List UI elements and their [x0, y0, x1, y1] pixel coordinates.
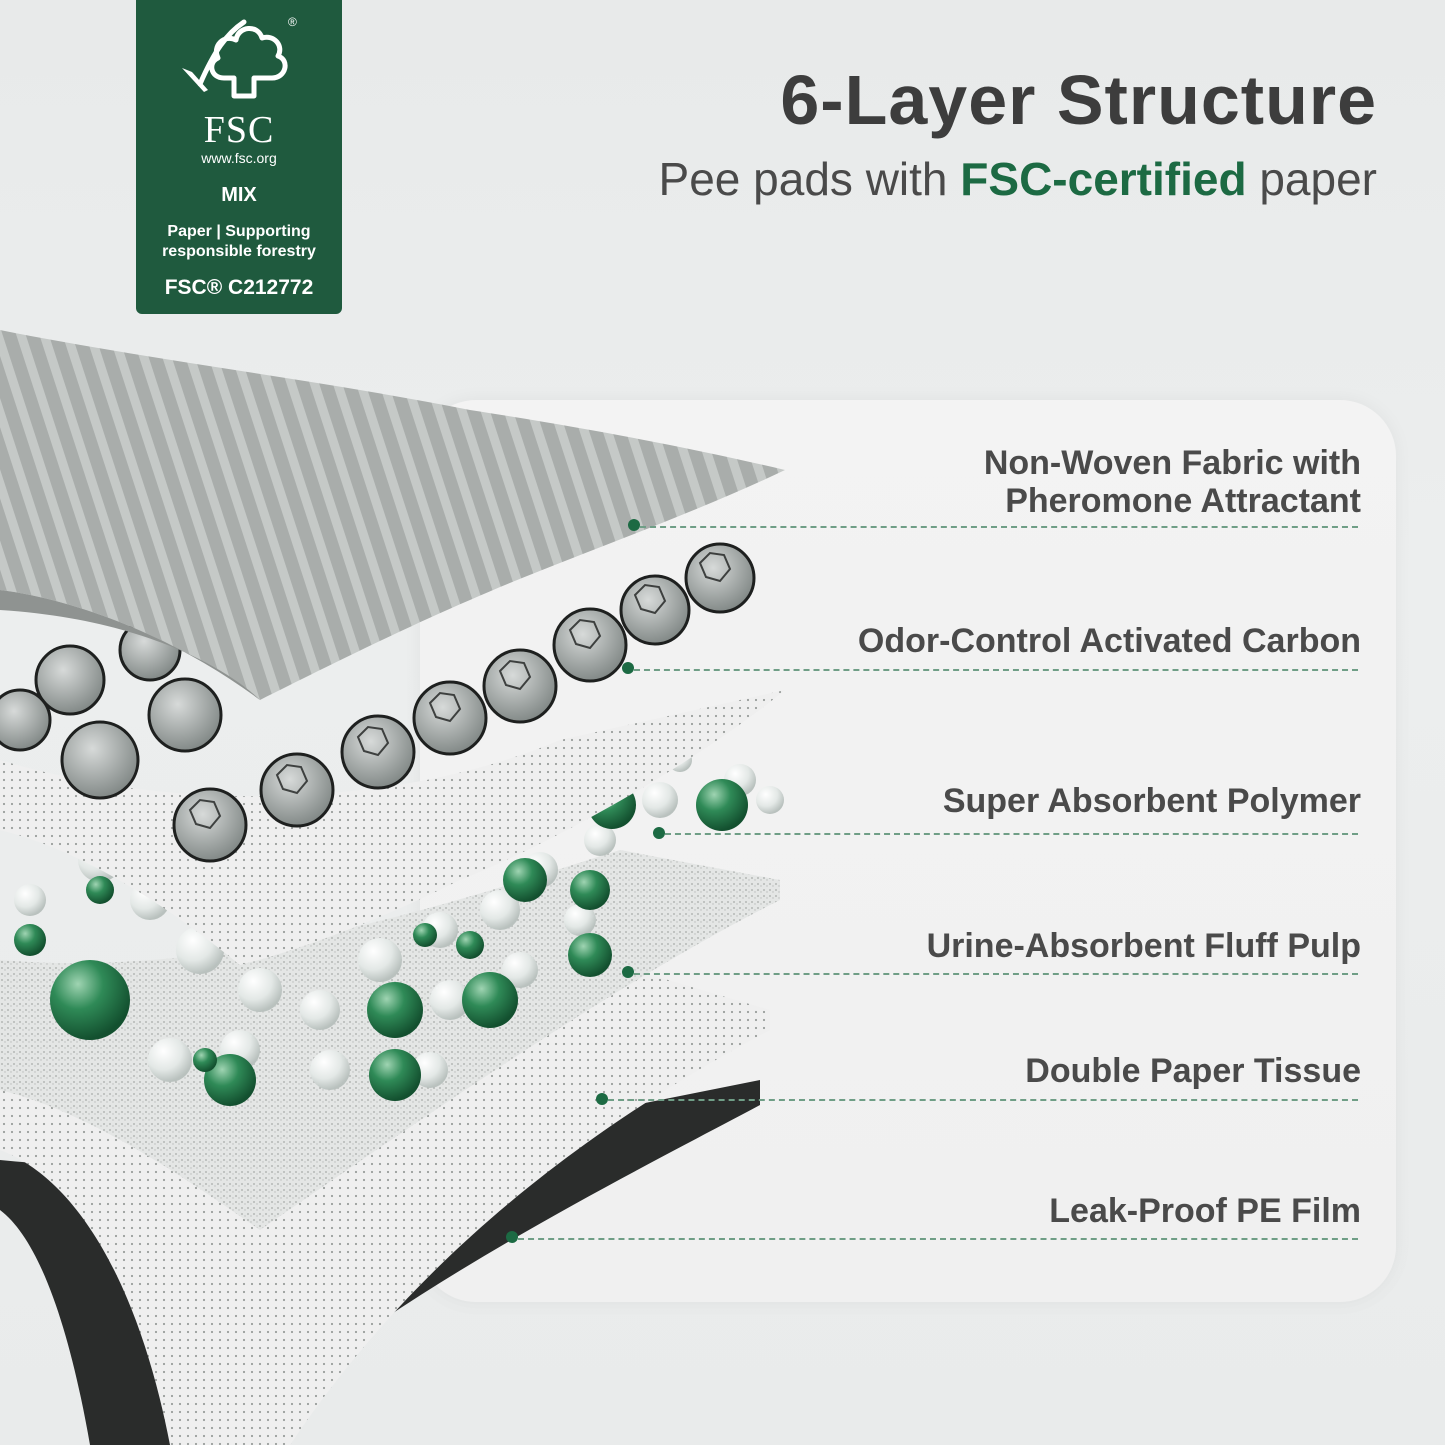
- layer-label-text: Leak-Proof PE Film: [1049, 1192, 1361, 1230]
- fsc-description-line-2: responsible forestry: [162, 243, 316, 260]
- layer-label-text: Double Paper Tissue: [1025, 1052, 1361, 1090]
- fsc-url: www.fsc.org: [201, 150, 277, 166]
- layer-label-polymer: Super Absorbent Polymer: [943, 782, 1361, 820]
- leader-dot-2: [622, 662, 634, 674]
- layer-label-line-1: Non-Woven Fabric with: [983, 444, 1361, 482]
- carbon-spheres: [0, 542, 756, 863]
- layer-label-non-woven: Non-Woven Fabric with Pheromone Attracta…: [984, 444, 1361, 520]
- fsc-brand-text: FSC: [203, 109, 275, 151]
- fsc-tree-check-logo-icon: ®: [182, 15, 297, 99]
- leader-dot-3: [653, 827, 665, 839]
- fsc-description: Paper | Supporting responsible forestry: [136, 222, 342, 262]
- leader-dot-5: [596, 1093, 608, 1105]
- layer-label-pe-film: Leak-Proof PE Film: [1049, 1192, 1361, 1230]
- fsc-description-line-1: Paper | Supporting: [167, 223, 311, 240]
- leader-line-2: [634, 669, 1358, 671]
- layer-label-carbon: Odor-Control Activated Carbon: [858, 622, 1361, 660]
- page-title: 6-Layer Structure: [780, 61, 1377, 139]
- layer-label-paper-tissue: Double Paper Tissue: [1025, 1052, 1361, 1090]
- svg-text:®: ®: [288, 15, 297, 29]
- leader-dot-1: [628, 519, 640, 531]
- layer-label-text: Odor-Control Activated Carbon: [857, 622, 1361, 660]
- layer-label-text: Super Absorbent Polymer: [942, 782, 1361, 820]
- leader-line-6: [518, 1238, 1358, 1240]
- layer-label-text: Urine-Absorbent Fluff Pulp: [926, 927, 1361, 965]
- subtitle-accent: FSC-certified: [960, 153, 1247, 205]
- subtitle-tail: paper: [1246, 153, 1377, 205]
- leader-dot-4: [622, 966, 634, 978]
- fsc-license-code: FSC® C212772: [164, 276, 314, 299]
- layer-label-line-2: Pheromone Attractant: [1005, 482, 1361, 520]
- leader-line-3: [665, 833, 1358, 835]
- leader-line-5: [608, 1099, 1358, 1101]
- fsc-badge: ® FSC www.fsc.org MIX Paper | Supporting…: [136, 0, 342, 314]
- leader-dot-6: [506, 1231, 518, 1243]
- subtitle-lead: Pee pads with: [658, 153, 961, 205]
- leader-line-4: [634, 973, 1358, 975]
- leader-line-1: [640, 526, 1358, 528]
- fsc-category: MIX: [221, 184, 257, 206]
- page-subtitle: Pee pads with FSC-certified paper: [659, 152, 1377, 206]
- layer-label-fluff-pulp: Urine-Absorbent Fluff Pulp: [927, 927, 1361, 965]
